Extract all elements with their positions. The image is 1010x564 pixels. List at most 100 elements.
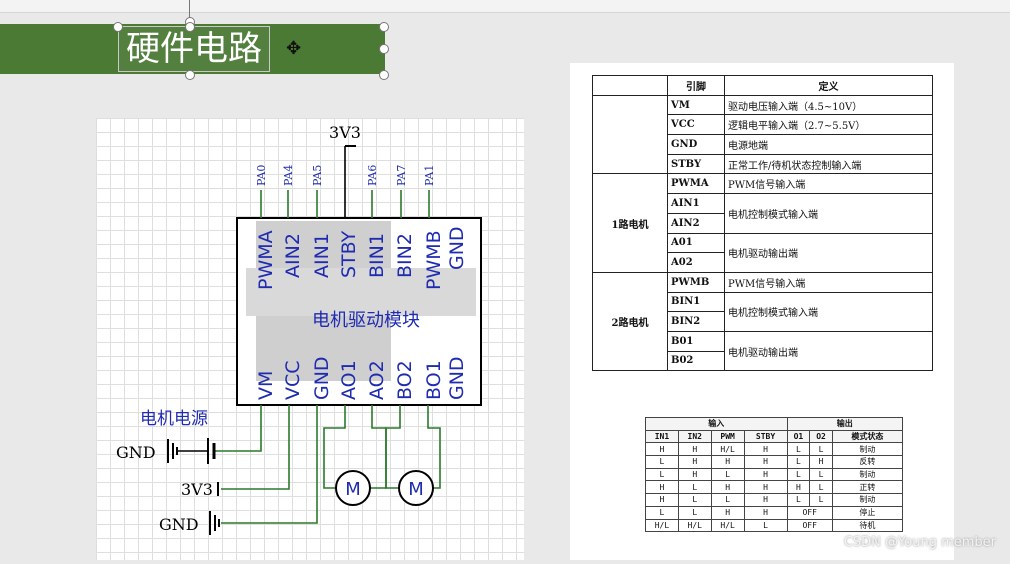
- truth-cell: 制动: [831, 467, 904, 482]
- resize-handle-se[interactable]: [379, 70, 389, 80]
- module-shading-band: [246, 268, 476, 316]
- pa-label-4: PA7: [395, 165, 408, 186]
- gnd-label-2: GND: [159, 515, 199, 534]
- bottom-pin-4: AO2: [366, 360, 388, 400]
- def-cell: PWM信号输入端: [724, 173, 933, 195]
- truth-cell: H/L: [645, 518, 679, 533]
- truth-header: IN2: [677, 429, 712, 444]
- truth-header: STBY: [743, 429, 788, 444]
- pin-cell: BIN1: [667, 291, 725, 313]
- bottom-pin-0: VM: [255, 371, 277, 400]
- def-cell: 电源地端: [724, 134, 933, 155]
- supply-label: 3V3: [329, 123, 361, 142]
- bottom-pin-5: BO2: [394, 360, 416, 400]
- pin-cell: AIN1: [667, 193, 725, 214]
- pin-cell: AIN2: [667, 212, 725, 234]
- gnd-label-1: GND: [116, 443, 156, 462]
- def-cell: 驱动电压输入端（4.5~10V）: [724, 94, 933, 116]
- truth-cell: H: [645, 493, 679, 507]
- pin-cell: VCC: [667, 114, 725, 136]
- group-cell-power: [592, 94, 668, 175]
- truth-header: O2: [809, 429, 833, 444]
- truth-cell: H: [677, 442, 712, 457]
- truth-cell: OFF: [786, 518, 833, 533]
- truth-cell: H: [677, 467, 712, 482]
- top-pin-1: AIN2: [282, 233, 304, 278]
- truth-cell: 制动: [831, 493, 904, 507]
- truth-cell: H/L: [710, 442, 745, 457]
- truth-cell: L: [645, 467, 679, 482]
- truth-cell: 反转: [831, 455, 904, 469]
- truth-cell: L: [645, 505, 679, 520]
- truth-cell: H: [710, 505, 745, 520]
- def-cell: PWM信号输入端: [724, 271, 933, 293]
- truth-cell: L: [710, 493, 745, 507]
- def-cell: 电机控制模式输入端: [724, 291, 933, 332]
- slide-title[interactable]: 硬件电路: [118, 26, 270, 72]
- window-top-bar: [0, 0, 1010, 13]
- top-pin-5: BIN2: [394, 233, 416, 278]
- truth-cell: H: [743, 493, 788, 507]
- truth-cell: H/L: [677, 518, 712, 533]
- vcc-label: 3V3: [181, 480, 213, 499]
- bottom-pin-2: GND: [311, 356, 333, 400]
- bottom-pin-6: BO1: [423, 360, 445, 400]
- truth-cell: H: [743, 480, 788, 495]
- pin-cell: PWMB: [667, 271, 725, 293]
- motor-power-label: 电机电源: [140, 409, 208, 429]
- motor-b-label: M: [408, 479, 424, 500]
- pin-cell: A01: [667, 232, 725, 254]
- truth-cell: H: [809, 455, 833, 469]
- truth-cell: H: [743, 455, 788, 469]
- resize-handle-s[interactable]: [185, 70, 195, 80]
- pa-label-5: PA1: [423, 165, 436, 186]
- resize-handle-nw[interactable]: [113, 22, 123, 32]
- truth-cell: L: [645, 455, 679, 469]
- resize-handle-ne[interactable]: [379, 22, 389, 32]
- truth-group-input: 输入: [645, 417, 788, 431]
- truth-cell: L: [809, 442, 833, 457]
- truth-cell: 正转: [831, 480, 904, 495]
- truth-cell: L: [786, 442, 811, 457]
- group-cell-motor2: 2路电机: [592, 271, 668, 372]
- truth-cell: L: [809, 493, 833, 507]
- truth-header: O1: [786, 429, 811, 444]
- truth-cell: H: [743, 467, 788, 482]
- truth-cell: H: [645, 480, 679, 495]
- truth-header: IN1: [645, 429, 679, 444]
- resize-handle-e[interactable]: [379, 44, 389, 54]
- truth-cell: L: [809, 480, 833, 495]
- rotate-handle-line: [189, 0, 190, 22]
- pa-label-0: PA0: [255, 165, 268, 186]
- bottom-wires: [214, 405, 441, 524]
- truth-header: 模式状态: [831, 429, 904, 444]
- truth-cell: H: [786, 480, 811, 495]
- top-pin-0: PWMA: [255, 230, 277, 290]
- def-cell: 电机驱动输出端: [724, 330, 933, 372]
- truth-cell: L: [809, 467, 833, 482]
- truth-cell: H/L: [710, 518, 745, 533]
- def-header: 定义: [724, 75, 933, 96]
- truth-cell: H: [710, 480, 745, 495]
- truth-cell: L: [786, 467, 811, 482]
- pa-label-1: PA4: [282, 165, 295, 186]
- truth-cell: H: [743, 442, 788, 457]
- motor-a-label: M: [345, 479, 361, 500]
- top-pin-4: BIN1: [366, 233, 388, 278]
- pin-cell: STBY: [667, 153, 725, 175]
- truth-cell: 待机: [831, 518, 904, 533]
- top-pin-6: PWMB: [423, 230, 445, 290]
- pa-label-3: PA6: [366, 165, 379, 186]
- resize-handle-n[interactable]: [185, 22, 195, 32]
- circuit-diagram[interactable]: 3V3 PA0 PA4 PA5 PA6 PA7 PA1 PWMA AIN2 AI…: [96, 118, 524, 560]
- truth-header: PWM: [710, 429, 745, 444]
- truth-cell: H: [677, 455, 712, 469]
